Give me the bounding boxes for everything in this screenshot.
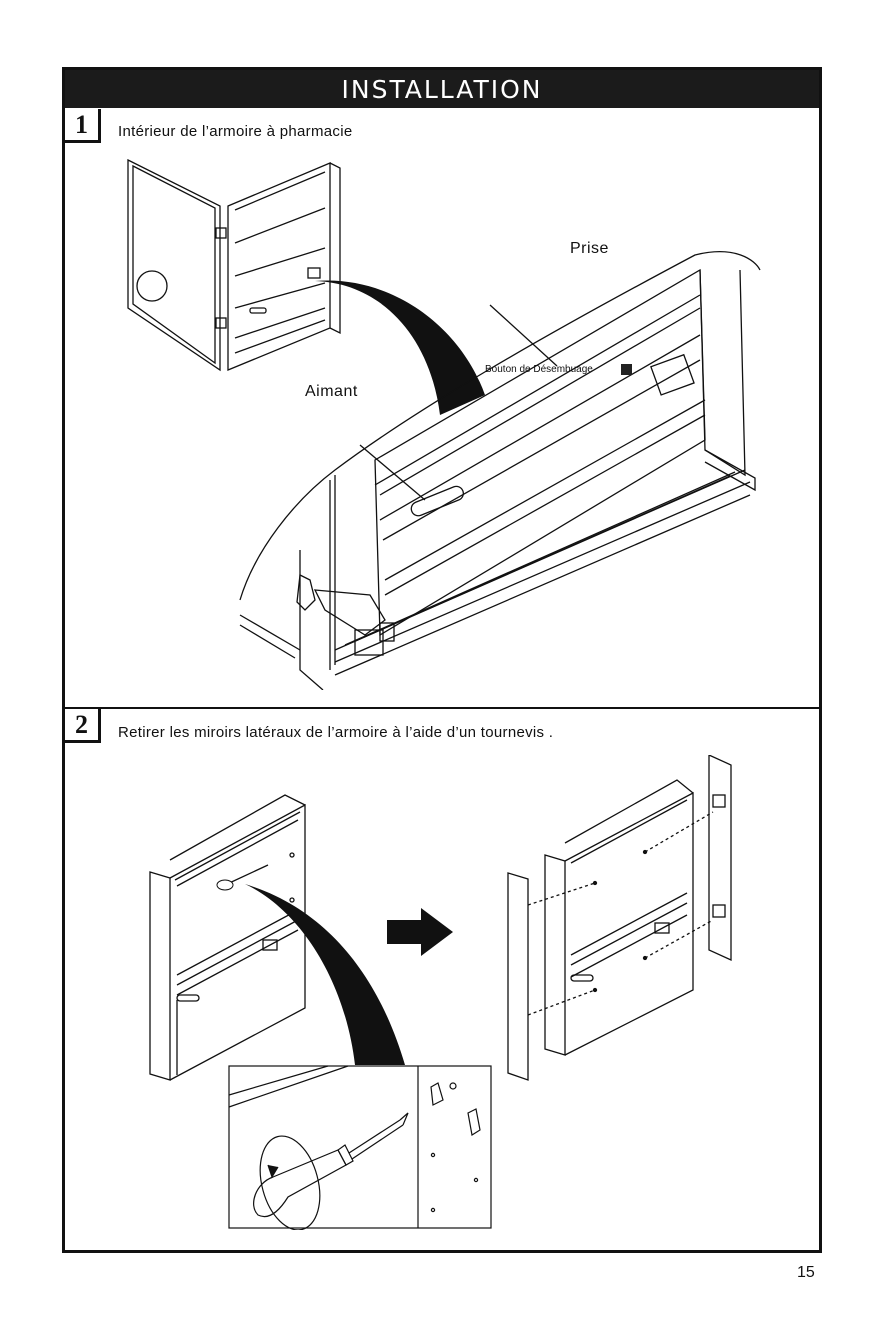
installation-panel: INSTALLATION 1 Intérieur de l’armoire à … — [62, 67, 822, 1253]
right-arrow-icon — [387, 908, 455, 956]
step-divider — [65, 707, 819, 709]
step-1-number: 1 — [65, 109, 101, 143]
section-header: INSTALLATION — [65, 70, 819, 108]
cabinet-closeup-illustration — [235, 250, 765, 690]
magnet-callout-label: Aimant — [305, 383, 358, 401]
step-2-number: 2 — [65, 709, 101, 743]
step-1-title: Intérieur de l’armoire à pharmacie — [118, 123, 352, 140]
outlet-callout-label: Prise — [570, 240, 609, 258]
page-number: 15 — [797, 1264, 815, 1282]
defog-button-icon — [621, 364, 632, 375]
defog-button-callout-label: Bouton de Désembuage — [485, 364, 593, 375]
screwdriver-detail-inset — [228, 1065, 494, 1230]
step-2-title: Retirer les miroirs latéraux de l’armoir… — [118, 724, 553, 741]
cabinet-mirrors-removed-illustration — [505, 755, 745, 1085]
